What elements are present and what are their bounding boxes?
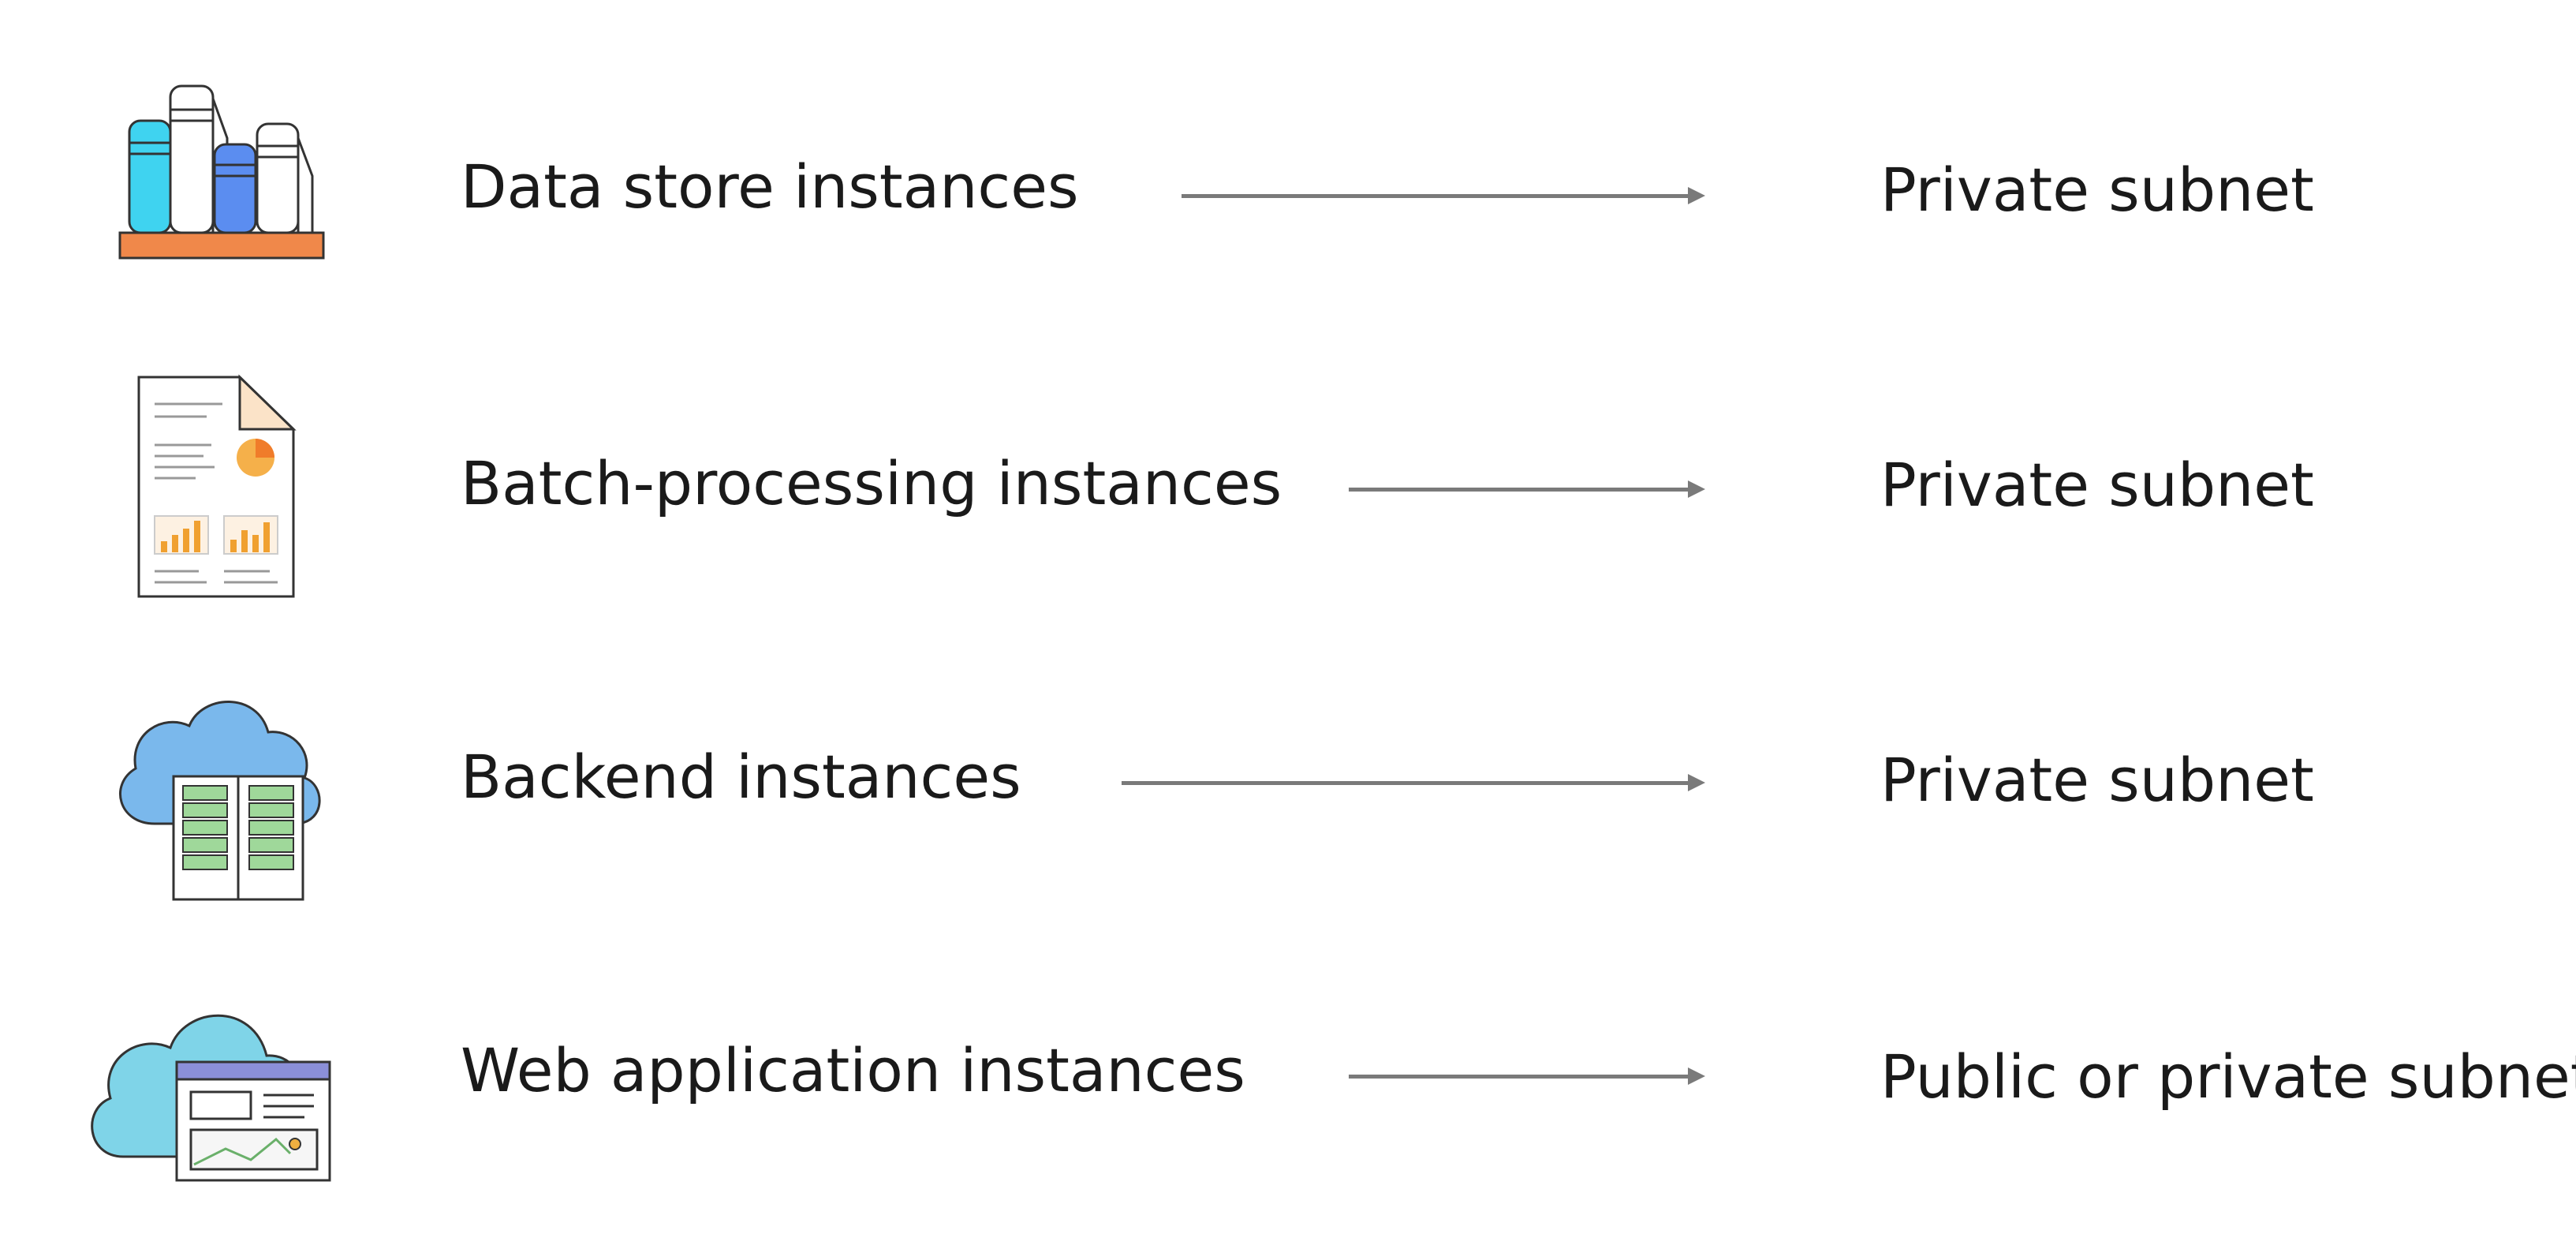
row-target: Private subnet — [1880, 155, 2314, 225]
row-label: Data store instances — [461, 151, 1079, 222]
row-label: Backend instances — [461, 742, 1021, 812]
mapping-row-batch-processing: Batch-processing instances Private subne… — [0, 357, 2576, 598]
row-target: Private subnet — [1880, 450, 2314, 520]
mapping-row-data-store: Data store instances Private subnet — [0, 63, 2576, 300]
mapping-arrow — [1122, 774, 1705, 791]
mapping-arrow — [1349, 480, 1705, 498]
mapping-row-backend: Backend instances Private subnet — [0, 650, 2576, 901]
row-target: Public or private subnet — [1880, 1041, 2576, 1112]
mapping-arrow — [1182, 187, 1705, 204]
mapping-arrow — [1349, 1067, 1705, 1085]
mapping-row-web-application: Web application instances Public or priv… — [0, 944, 2576, 1182]
cloud-web-app-icon — [84, 999, 336, 1188]
report-document-icon — [136, 374, 301, 603]
cloud-server-icon — [107, 690, 328, 903]
row-target: Private subnet — [1880, 745, 2314, 815]
row-label: Batch-processing instances — [461, 448, 1282, 518]
row-label: Web application instances — [461, 1035, 1245, 1105]
books-database-icon — [118, 75, 331, 264]
